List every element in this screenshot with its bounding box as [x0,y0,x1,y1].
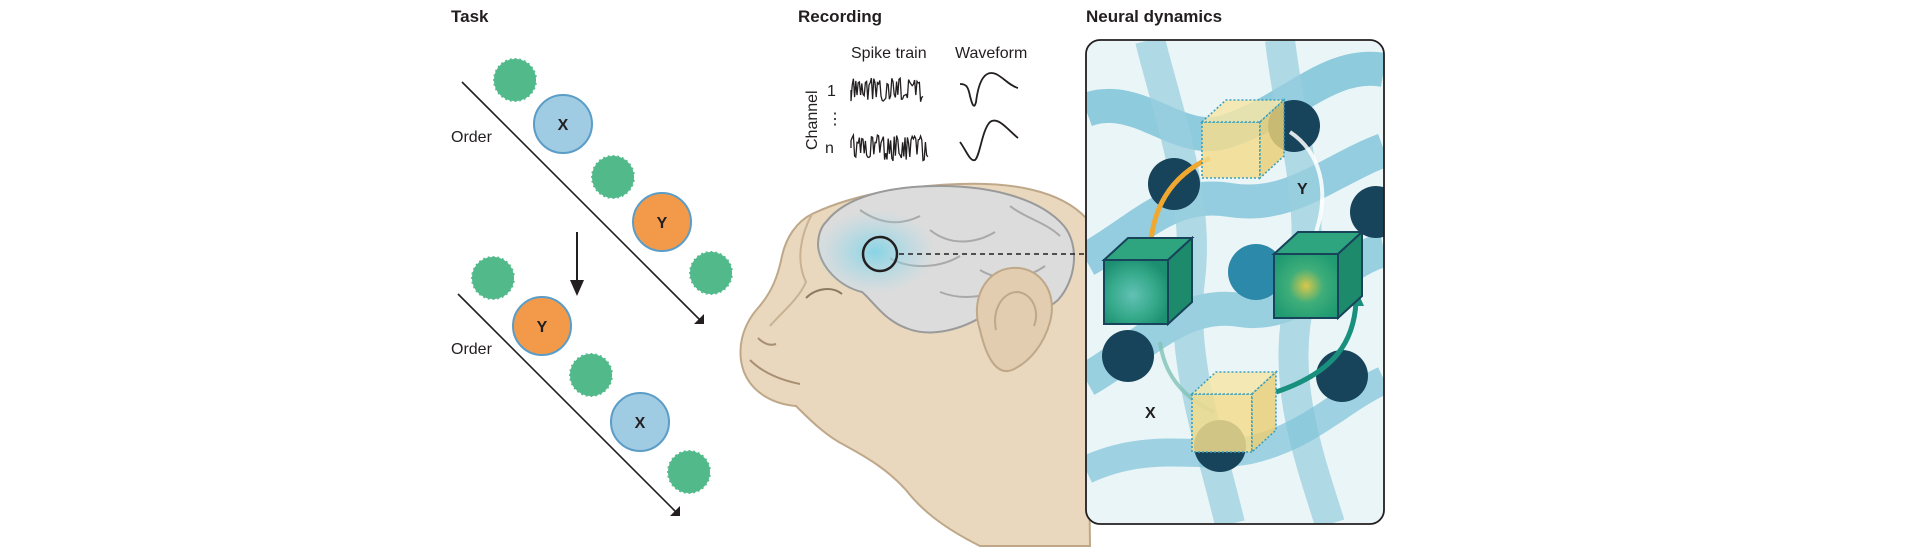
attractor-node [1228,244,1284,300]
monkey-brow [769,213,813,327]
monkey-ear [975,266,1053,373]
waveform-label: Waveform [955,45,1027,62]
green-dot [568,352,614,398]
green-dot [492,57,538,103]
order-axis-top [461,81,701,321]
transition-arrowhead [570,280,584,296]
green-dot [590,154,636,200]
state-cube-right [1271,229,1365,321]
stimulus-x-bottom [610,392,670,452]
task-heading: Task [451,7,489,26]
waveform-channel-1 [959,72,1019,107]
stimulus-y-label: Y [537,319,548,336]
trajectory-arrow-teal [1275,301,1359,395]
order-arrowhead-bottom [670,506,680,516]
stimulus-x-top [533,94,593,154]
state-cube-top [1199,98,1287,180]
spike-train-channel-n [850,132,929,162]
green-dot [470,255,516,301]
channel-label: Channel [804,90,821,150]
spike-train-channel-1 [850,76,924,102]
attractor-node [1350,186,1384,238]
state-cube-bottom [1189,370,1279,454]
order-axis-bottom [457,293,677,513]
monkey-mouth [749,359,801,385]
dynamics-border [1085,39,1385,525]
waveform-channel-n [959,119,1019,162]
green-dot [666,449,712,495]
stimulus-y-label: Y [657,215,668,232]
monkey-eye [805,288,843,299]
task-sequence-bottom: Order Y X [451,255,712,516]
state-y-label: Y [1297,181,1308,198]
order-label-bottom: Order [451,341,493,358]
channel-1-label: 1 [827,83,836,100]
attractor-node [1102,330,1154,382]
monkey-nostril [757,337,777,346]
channel-ellipsis: ⋮ [827,111,843,128]
neural-dynamics-panel: Y X [1085,39,1385,525]
spike-trace [850,132,929,162]
green-dot [688,250,734,296]
order-label-top: Order [451,129,493,146]
attractor-node [1316,350,1368,402]
energy-landscape: Y X [1086,40,1384,524]
state-x-label: X [1145,405,1156,422]
stimulus-y-bottom [512,296,572,356]
spike-trace [850,76,924,102]
monkey-ear-inner [994,290,1037,331]
stimulus-x-label: X [558,117,569,134]
stimulus-x-label: X [635,415,646,432]
stimulus-y-top [632,192,692,252]
recording-heading: Recording [798,7,882,26]
monkey-illustration [739,182,1092,547]
task-sequence-top: Order X Y [451,57,734,324]
channel-n-label: n [825,140,834,157]
spike-train-label: Spike train [851,45,927,62]
landscape-ridge [1086,134,1384,275]
neural-dynamics-heading: Neural dynamics [1086,7,1222,26]
order-arrowhead-top [694,314,704,324]
recording-site-marker [861,235,899,273]
recording-site-glow [815,210,935,294]
trajectory-arrow-white [1288,130,1325,233]
state-cube-left [1101,235,1195,327]
